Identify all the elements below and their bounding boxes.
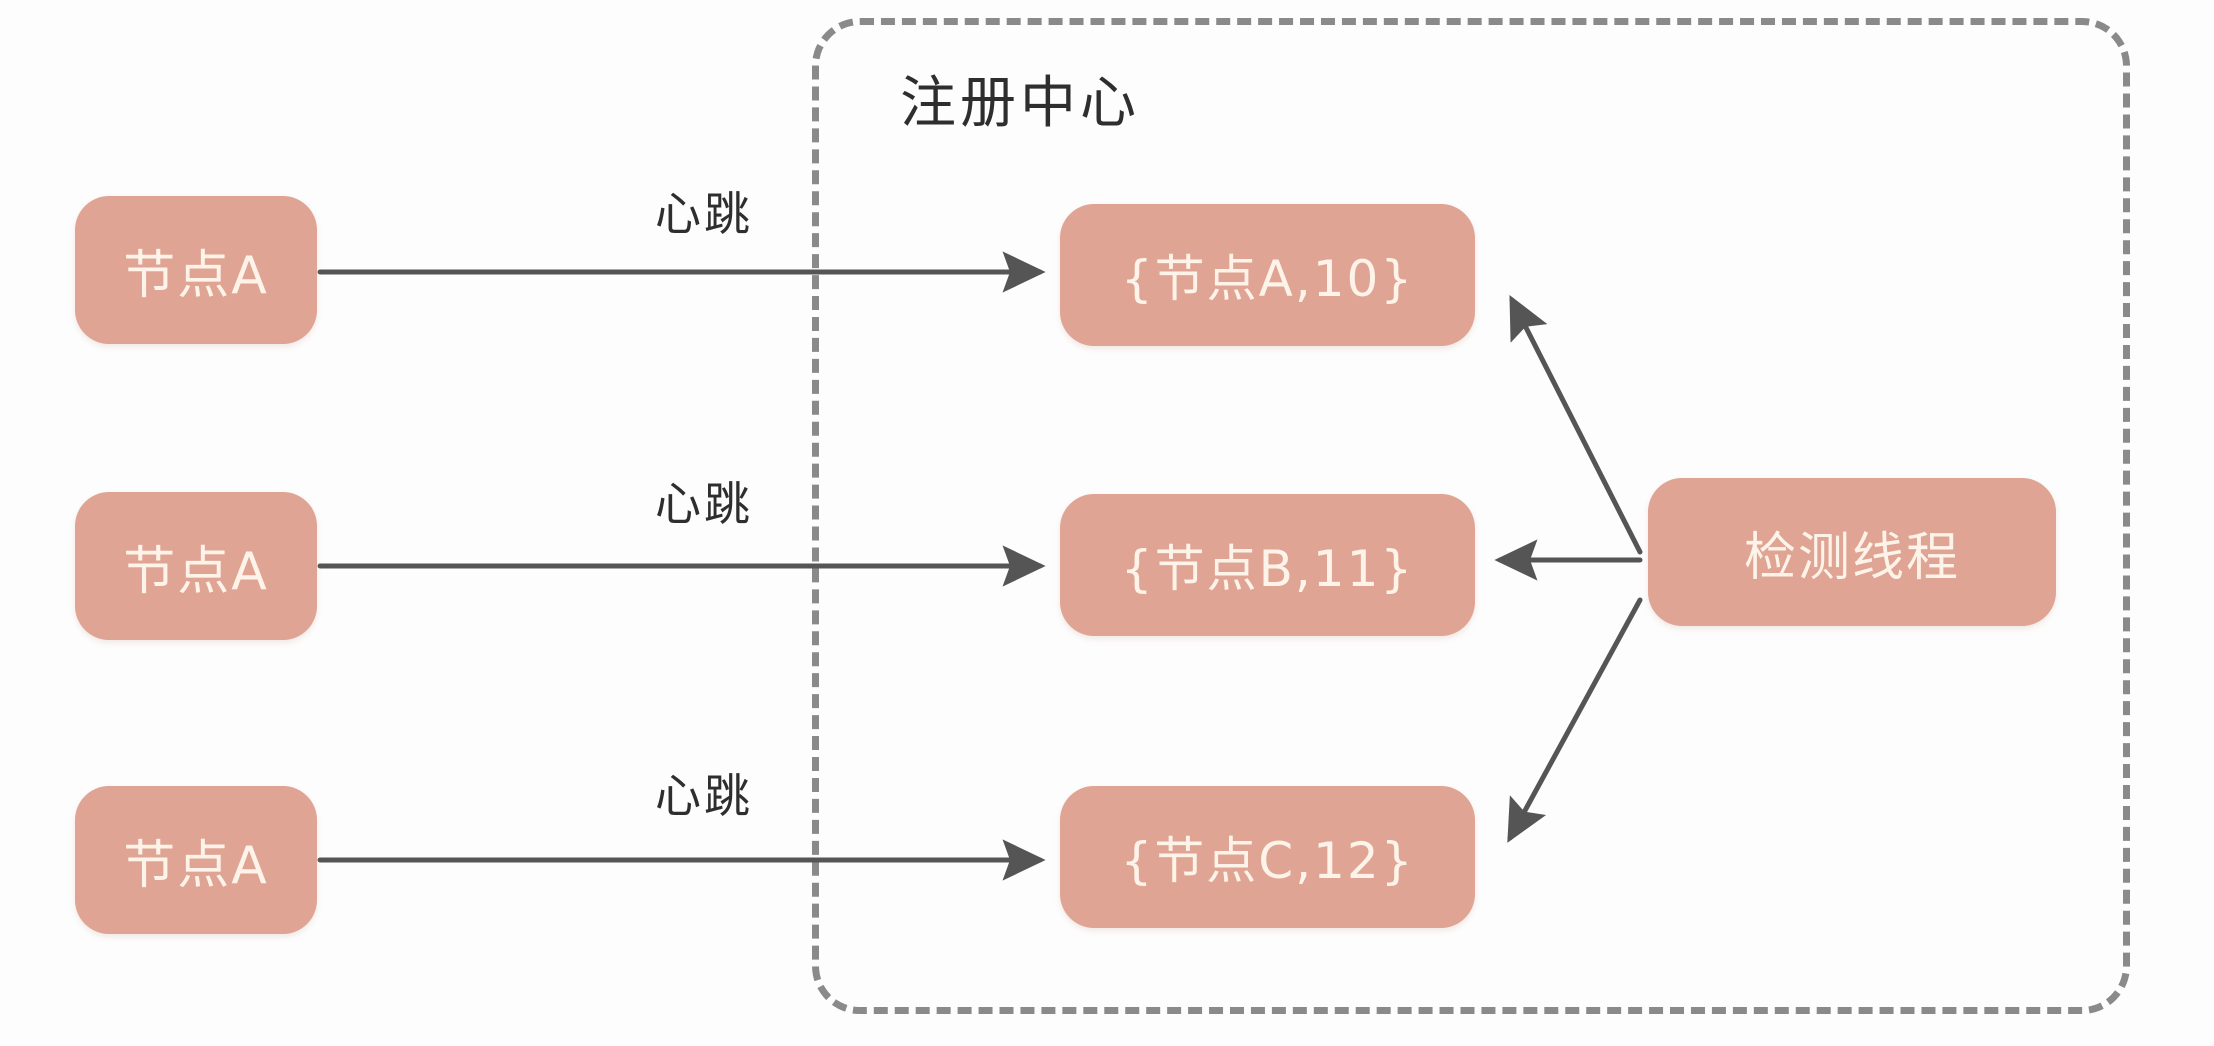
heartbeat-label-2: 心跳 (655, 477, 753, 531)
client-node-1[interactable]: 节点A (75, 196, 317, 344)
detector-thread-node[interactable]: 检测线程 (1648, 478, 2056, 626)
registry-title: 注册中心 (900, 71, 1140, 136)
registry-container (812, 18, 2130, 1014)
registry-entry-b[interactable]: {节点B,11} (1060, 494, 1475, 636)
heartbeat-label-1: 心跳 (655, 187, 753, 241)
heartbeat-label-3: 心跳 (655, 769, 753, 823)
client-node-3[interactable]: 节点A (75, 786, 317, 934)
registry-entry-c[interactable]: {节点C,12} (1060, 786, 1475, 928)
registry-entry-a[interactable]: {节点A,10} (1060, 204, 1475, 346)
client-node-2[interactable]: 节点A (75, 492, 317, 640)
